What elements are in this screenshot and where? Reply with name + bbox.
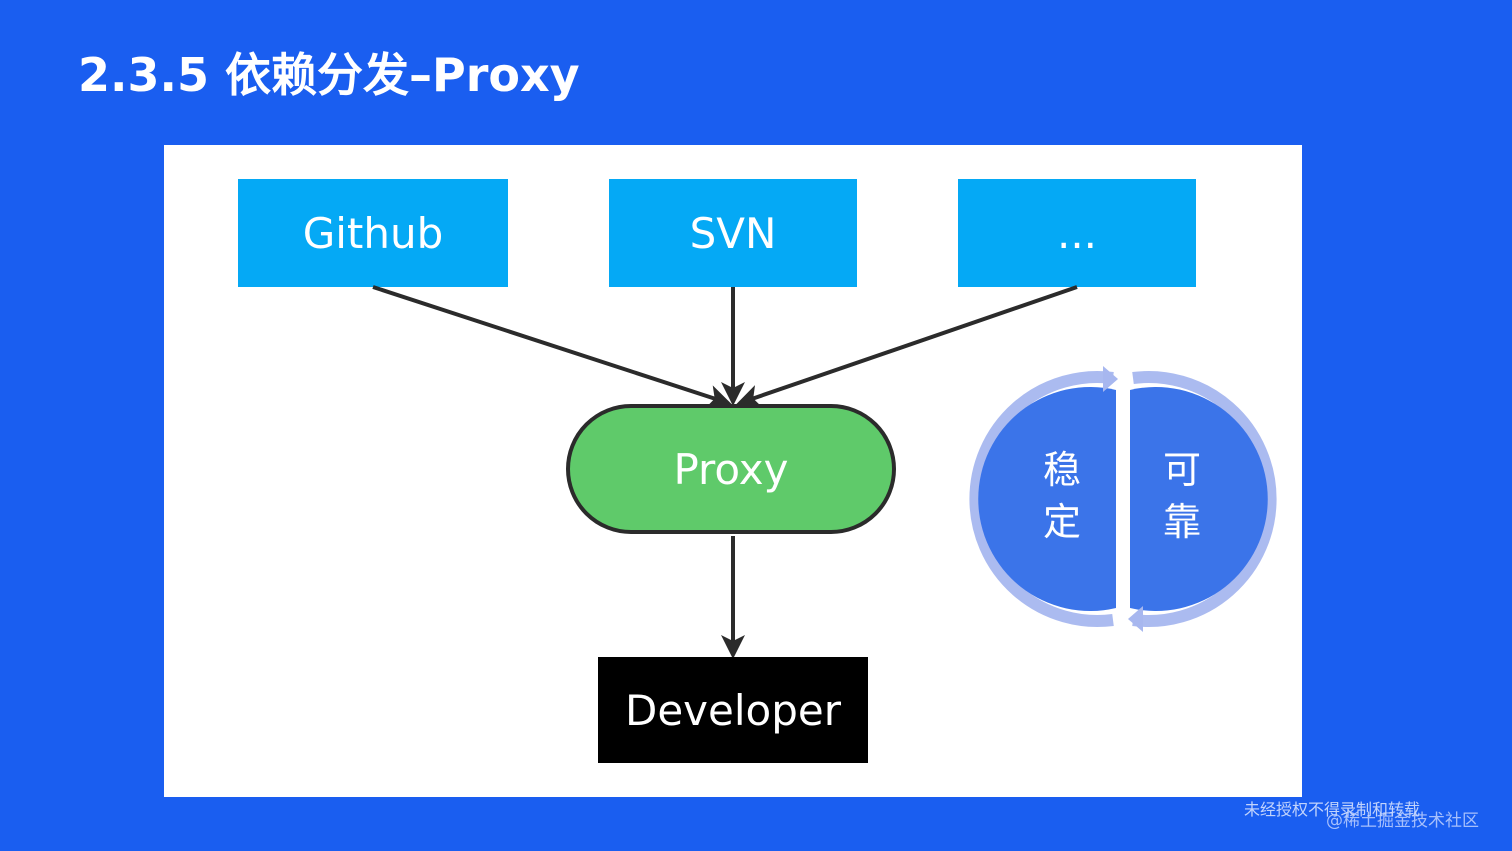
developer-node: Developer	[598, 657, 868, 763]
watermark-community: @稀土掘金技术社区	[1326, 811, 1479, 831]
source-box-svn: SVN	[609, 179, 857, 287]
badge-text-reliable: 可 靠	[1162, 448, 1201, 544]
slide-title: 2.3.5 依赖分发–Proxy	[78, 48, 580, 102]
source-box-more: ...	[958, 179, 1196, 287]
developer-label: Developer	[624, 685, 841, 735]
source-label-svn: SVN	[689, 208, 777, 258]
source-label-more: ...	[1056, 208, 1098, 258]
badge-text-stable: 稳 定	[1042, 448, 1081, 544]
source-label-github: Github	[302, 208, 444, 258]
proxy-label: Proxy	[673, 444, 789, 494]
watermark-copyright: 未经授权不得录制和转载	[1244, 800, 1421, 819]
proxy-node: Proxy	[566, 404, 896, 534]
source-box-github: Github	[238, 179, 508, 287]
